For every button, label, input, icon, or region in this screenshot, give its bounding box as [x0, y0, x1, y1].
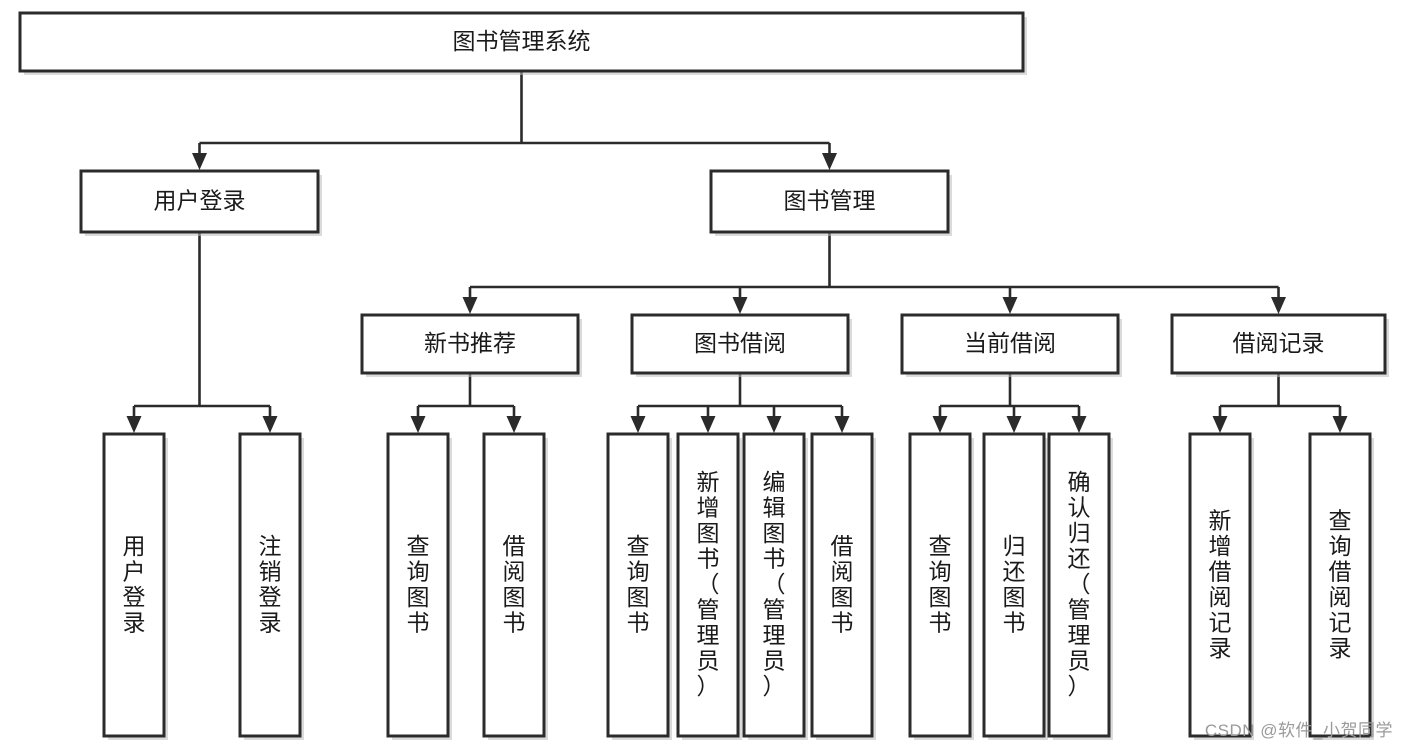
node-leaf-cur-query-book[interactable]: 查询图书	[908, 432, 974, 740]
node-box[interactable]	[79, 169, 320, 234]
node-label: 确认归还（管理员）	[1068, 469, 1091, 699]
node-label: 查询图书	[627, 533, 650, 636]
node-leaf-borrow-lend-book[interactable]: 借阅图书	[810, 432, 876, 740]
node-root[interactable]: 图书管理系统	[18, 11, 1027, 75]
node-box[interactable]	[482, 432, 546, 738]
arrow-head-icon	[1212, 416, 1228, 433]
node-borrow-record[interactable]: 借阅记录	[1170, 313, 1389, 377]
watermark: CSDN @软件_小贺同学	[1204, 721, 1393, 740]
node-label: 新书推荐	[424, 330, 516, 356]
arrow-head-icon	[126, 416, 142, 433]
node-leaf-cur-return-book[interactable]: 归还图书	[982, 432, 1048, 740]
node-book-borrow[interactable]: 图书借阅	[630, 313, 852, 377]
node-label: 当前借阅	[964, 330, 1056, 356]
node-box[interactable]	[102, 432, 166, 738]
arrow-head-icon	[834, 416, 850, 433]
node-box[interactable]	[606, 432, 670, 738]
node-leaf-borrow-query-book[interactable]: 查询图书	[606, 432, 672, 740]
node-box[interactable]	[982, 432, 1046, 738]
arrow-head-icon	[410, 416, 426, 433]
node-label: 借阅图书	[831, 533, 854, 636]
node-label: 图书借阅	[694, 330, 786, 356]
arrow-head-icon	[766, 416, 782, 433]
node-box[interactable]	[900, 313, 1120, 375]
node-label: 新增借阅记录	[1209, 507, 1232, 661]
arrow-head-icon	[262, 416, 278, 433]
arrow-head-icon	[822, 153, 837, 170]
arrow-head-icon	[1071, 416, 1087, 433]
arrow-head-icon	[732, 297, 748, 314]
node-box[interactable]	[1170, 313, 1387, 375]
node-box[interactable]	[630, 313, 850, 375]
node-label: 用户登录	[123, 533, 146, 636]
node-box[interactable]	[1188, 432, 1252, 738]
node-box[interactable]	[742, 432, 806, 738]
node-leaf-cur-confirm-return[interactable]: 确认归还（管理员）	[1047, 432, 1113, 740]
node-box[interactable]	[676, 432, 740, 738]
nodes-layer: 图书管理系统用户登录图书管理新书推荐图书借阅当前借阅借阅记录用户登录注销登录查询…	[18, 11, 1389, 740]
node-box[interactable]	[908, 432, 972, 738]
node-label: 借阅图书	[503, 533, 526, 636]
node-label: 归还图书	[1003, 533, 1026, 636]
node-current-borrow[interactable]: 当前借阅	[900, 313, 1122, 377]
node-box[interactable]	[238, 432, 302, 738]
node-leaf-rec-query-book[interactable]: 查询图书	[386, 432, 452, 740]
node-book-manage[interactable]: 图书管理	[709, 169, 952, 236]
arrow-head-icon	[192, 153, 207, 170]
node-label: 查询图书	[929, 533, 952, 636]
arrow-head-icon	[506, 416, 522, 433]
arrow-head-icon	[932, 416, 948, 433]
arrow-head-icon	[462, 297, 478, 314]
node-leaf-user-login[interactable]: 用户登录	[102, 432, 168, 740]
arrow-head-icon	[630, 416, 646, 433]
node-label: 图书管理系统	[453, 28, 591, 54]
node-box[interactable]	[18, 11, 1025, 73]
node-leaf-borrow-edit-book[interactable]: 编辑图书（管理员）	[742, 432, 808, 740]
node-label: 用户登录	[154, 188, 246, 214]
arrow-head-icon	[1006, 416, 1022, 433]
node-box[interactable]	[360, 313, 580, 375]
arrow-head-icon	[1002, 297, 1018, 314]
node-leaf-rec-query-record[interactable]: 查询借阅记录	[1308, 432, 1374, 740]
node-new-book-rec[interactable]: 新书推荐	[360, 313, 582, 377]
node-box[interactable]	[1047, 432, 1111, 738]
arrow-head-icon	[1332, 416, 1348, 433]
node-label: 查询图书	[407, 533, 430, 636]
node-label: 图书管理	[784, 188, 876, 214]
edges-layer	[126, 71, 1348, 433]
node-label: 借阅记录	[1233, 330, 1325, 356]
node-leaf-rec-add-record[interactable]: 新增借阅记录	[1188, 432, 1254, 740]
node-user-login[interactable]: 用户登录	[79, 169, 322, 236]
node-label: 新增图书（管理员）	[697, 469, 720, 699]
node-box[interactable]	[1308, 432, 1372, 738]
arrow-head-icon	[700, 416, 716, 433]
node-label: 注销登录	[259, 533, 282, 636]
node-leaf-borrow-add-book[interactable]: 新增图书（管理员）	[676, 432, 742, 740]
node-leaf-rec-borrow-book[interactable]: 借阅图书	[482, 432, 548, 740]
node-box[interactable]	[810, 432, 874, 738]
node-leaf-user-logout[interactable]: 注销登录	[238, 432, 304, 740]
arrow-head-icon	[1271, 297, 1286, 314]
node-box[interactable]	[709, 169, 950, 234]
node-label: 编辑图书（管理员）	[763, 469, 786, 699]
node-label: 查询借阅记录	[1329, 507, 1352, 661]
node-box[interactable]	[386, 432, 450, 738]
